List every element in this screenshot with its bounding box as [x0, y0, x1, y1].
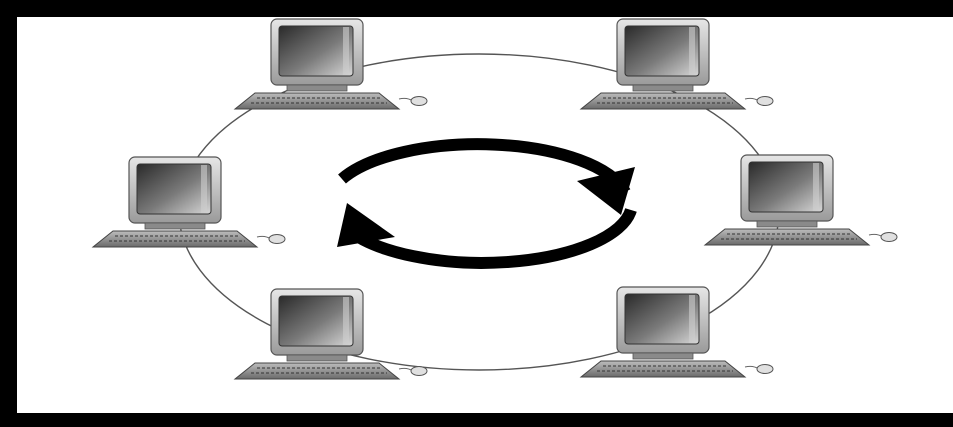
upper-arrowhead — [577, 167, 635, 215]
computer-bottom-right-icon — [581, 287, 773, 377]
lower-arrowhead — [337, 203, 395, 247]
circular-arrows-icon — [337, 144, 635, 263]
diagram-canvas — [17, 17, 953, 413]
computer-right-icon — [705, 155, 897, 245]
computer-bottom-left-icon — [235, 289, 427, 379]
computer-left-icon — [93, 157, 285, 247]
computer-top-right-icon — [581, 19, 773, 109]
computer-top-left-icon — [235, 19, 427, 109]
ring-network-diagram — [17, 17, 953, 413]
